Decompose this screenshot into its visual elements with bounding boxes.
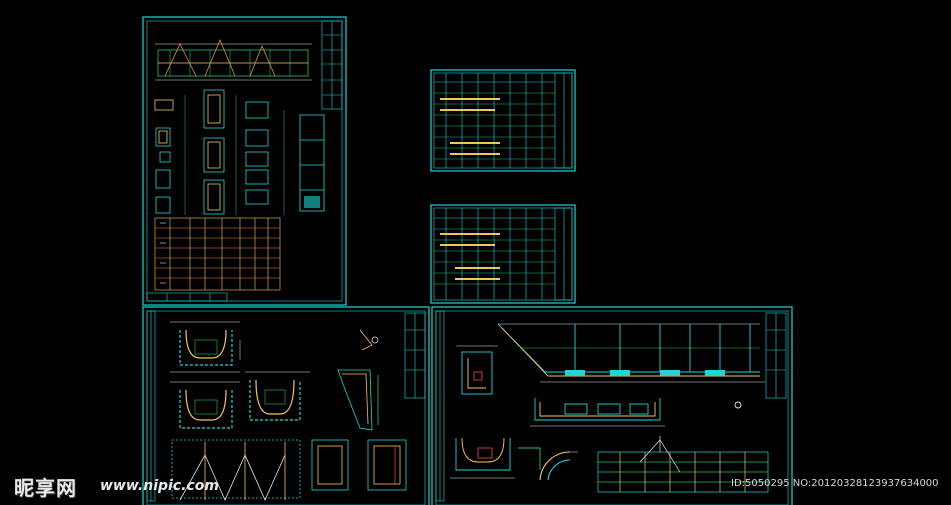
title-block xyxy=(146,20,343,302)
rebar-schedule-table xyxy=(154,217,281,291)
watermark-id: ID:5050295 NO:20120328123937634000 xyxy=(731,478,939,489)
truss-elevation xyxy=(155,38,312,81)
sheet-structural-details xyxy=(142,16,347,306)
sheet-culvert-sections xyxy=(142,306,430,505)
sheet-table-2 xyxy=(430,204,576,304)
sheet-table-1 xyxy=(430,69,576,172)
watermark-logo: 昵享网 xyxy=(14,476,77,500)
sheet-bridge-elevation xyxy=(431,306,793,505)
section-details xyxy=(154,89,325,215)
watermark-url: www.nipic.com xyxy=(100,478,219,494)
